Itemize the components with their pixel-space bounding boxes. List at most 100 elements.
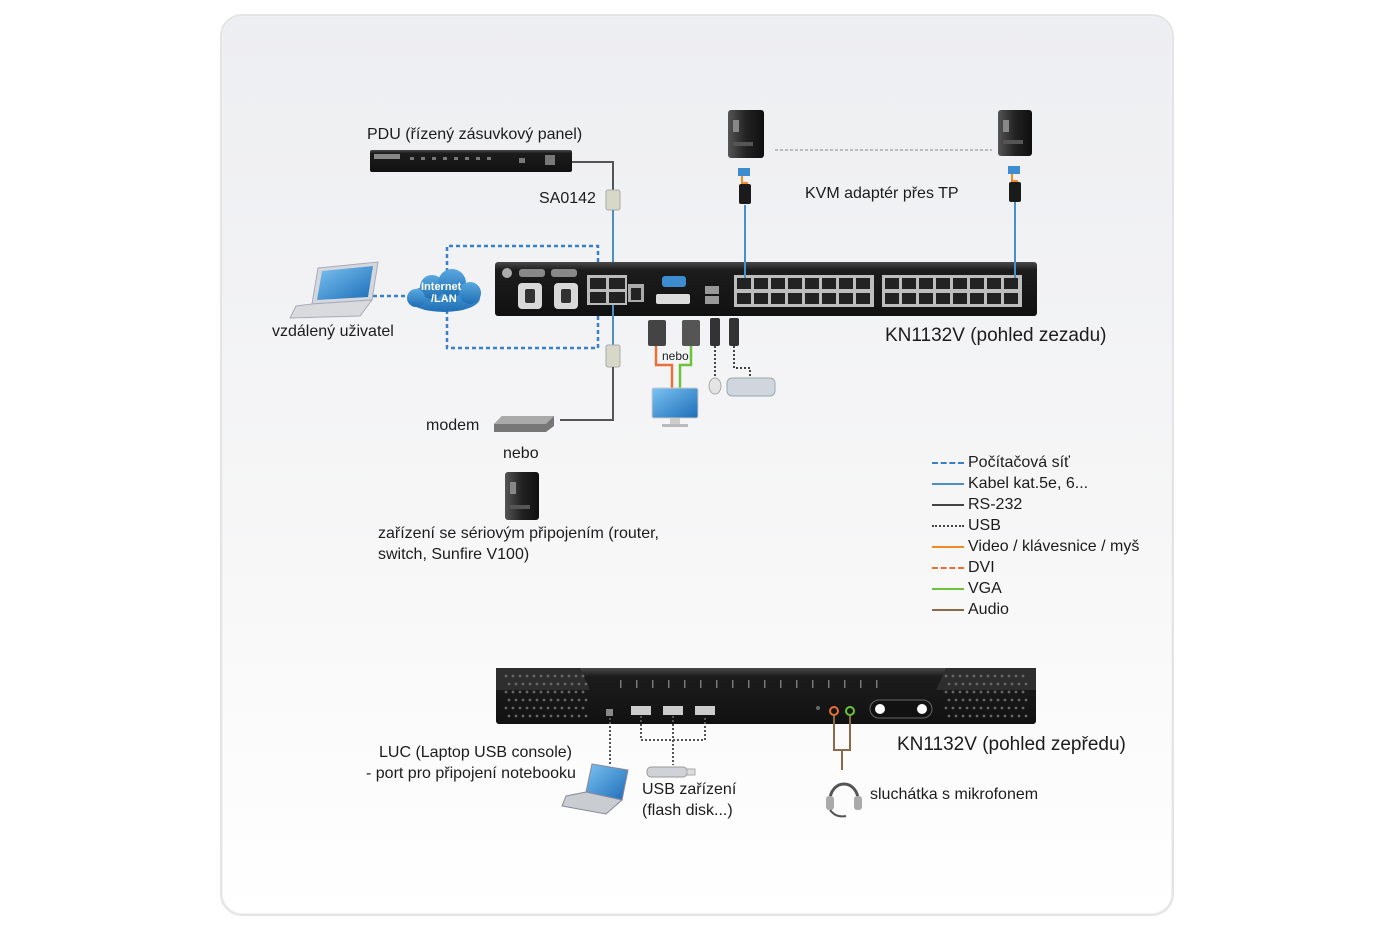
legend-label: VGA: [968, 579, 1002, 597]
vent-hole: [982, 714, 986, 718]
kvm-port: [805, 293, 819, 304]
vent-hole: [975, 682, 979, 686]
vent-hole: [570, 714, 574, 718]
vent-hole: [521, 682, 525, 686]
vent-hole: [968, 714, 972, 718]
vent-hole: [986, 674, 990, 678]
legend-swatch: [932, 461, 964, 464]
vent-hole: [511, 674, 515, 678]
rear-view-label: KN1132V (pohled zezadu): [885, 325, 1107, 346]
vent-hole: [961, 714, 965, 718]
port-led: [636, 680, 638, 688]
legend-label: USB: [968, 516, 1001, 534]
vent-hole: [584, 682, 588, 686]
vent-hole: [1024, 682, 1028, 686]
vent-hole: [1010, 714, 1014, 718]
luc-label-line2: - port pro připojení notebooku: [366, 765, 576, 782]
kvm-port: [822, 293, 836, 304]
console-or-label: nebo: [662, 349, 689, 363]
kvm-port: [1004, 278, 1018, 289]
vent-hole: [1014, 690, 1018, 694]
vent-hole: [553, 706, 557, 710]
vent-hole: [961, 682, 965, 686]
vent-hole: [546, 674, 550, 678]
vent-hole: [989, 714, 993, 718]
vent-hole: [556, 682, 560, 686]
vent-hole: [951, 706, 955, 710]
kn1132v-front-device: [496, 668, 1036, 724]
vent-hole: [542, 682, 546, 686]
vent-hole: [521, 698, 525, 702]
legend-swatch: [932, 482, 964, 485]
modem-rs232-cable: [560, 367, 614, 421]
kvm-port: [885, 278, 899, 289]
vent-hole: [1010, 698, 1014, 702]
legend-swatch: [932, 545, 964, 548]
usb-keyboard-plug-icon: [729, 318, 739, 346]
vent-hole: [972, 674, 976, 678]
kvm-port: [856, 278, 870, 289]
kvm-port: [771, 278, 785, 289]
vent-hole: [570, 698, 574, 702]
vent-hole: [539, 674, 543, 678]
vent-hole: [1024, 714, 1028, 718]
vent-hole: [954, 698, 958, 702]
legend-item: Kabel kat.5e, 6...: [932, 473, 1139, 494]
kvm-port: [822, 278, 836, 289]
vent-hole: [982, 682, 986, 686]
vent-hole: [968, 682, 972, 686]
vent-hole: [944, 674, 948, 678]
vent-hole: [979, 674, 983, 678]
kvm-port: [754, 293, 768, 304]
legend-swatch: [932, 608, 964, 611]
vent-hole: [577, 682, 581, 686]
port-led: [716, 680, 718, 688]
kvm-port: [902, 278, 916, 289]
vent-hole: [947, 714, 951, 718]
internet-label-line1: Internet: [421, 281, 462, 293]
vent-hole: [549, 682, 553, 686]
legend-label: DVI: [968, 558, 995, 576]
port-led: [764, 680, 766, 688]
vent-hole: [560, 690, 564, 694]
vent-hole: [989, 698, 993, 702]
kvm-port: [839, 278, 853, 289]
vent-hole: [965, 690, 969, 694]
vent-hole: [518, 690, 522, 694]
audio-cable: [833, 716, 851, 770]
port-led: [828, 680, 830, 688]
vent-hole: [563, 698, 567, 702]
vent-hole: [535, 682, 539, 686]
vent-hole: [968, 698, 972, 702]
kvm-port: [987, 278, 1001, 289]
vent-hole: [993, 706, 997, 710]
legend-swatch: [932, 587, 964, 590]
kvm-adapter-label: KVM adaptér přes TP: [805, 185, 959, 202]
pdu-device: [370, 150, 572, 172]
vent-hole: [958, 690, 962, 694]
kvm-port: [936, 278, 950, 289]
vent-hole: [511, 706, 515, 710]
kvm-port: [970, 293, 984, 304]
vent-hole: [947, 698, 951, 702]
headset-label: sluchátka s mikrofonem: [870, 786, 1039, 803]
port-led: [668, 680, 670, 688]
vent-hole: [560, 674, 564, 678]
vent-hole: [1003, 682, 1007, 686]
kvm-port: [885, 293, 899, 304]
mouse-icon: [708, 377, 722, 395]
legend-item: VGA: [932, 578, 1139, 599]
vent-hole: [1017, 682, 1021, 686]
port-led: [620, 680, 622, 688]
or-label: nebo: [503, 445, 539, 462]
kvm-port: [788, 278, 802, 289]
vent-hole: [986, 706, 990, 710]
port-led: [732, 680, 734, 688]
vent-hole: [570, 682, 574, 686]
pdu-rs232-cable: [572, 161, 614, 190]
vent-hole: [584, 698, 588, 702]
vent-hole: [996, 682, 1000, 686]
kn1132v-rear-device: [495, 262, 1037, 316]
sa0142-adapter: [605, 189, 621, 211]
